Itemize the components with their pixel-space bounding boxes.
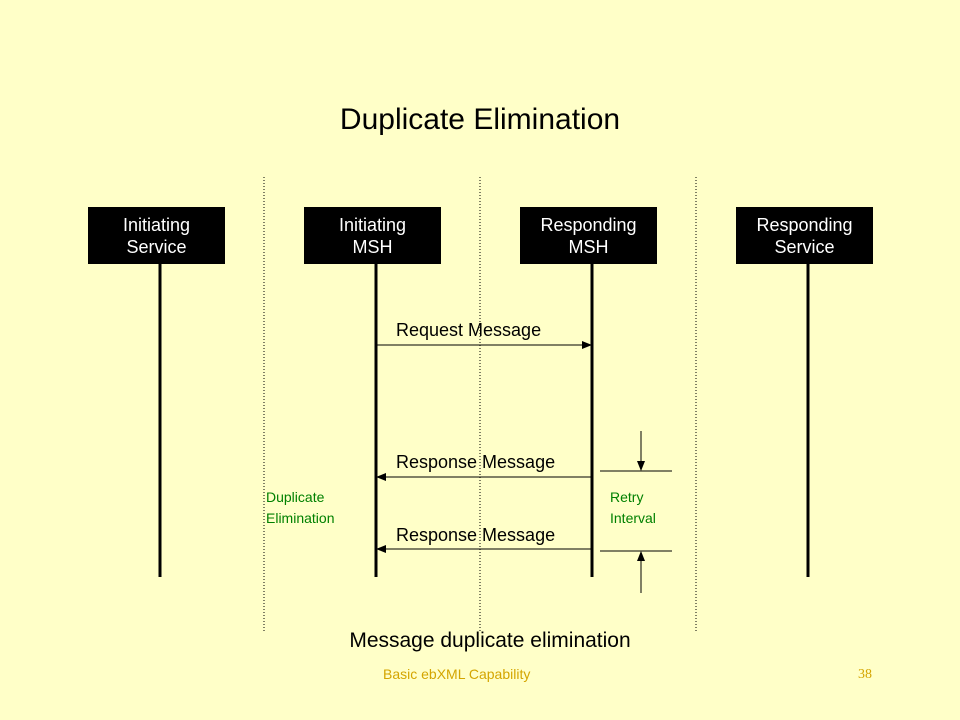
response-message-label: Response Message (396, 452, 556, 472)
retry-interval-note: Retry Interval (610, 489, 656, 526)
page-title: Duplicate Elimination (339, 103, 621, 136)
footer-text: Basic ebXML Capability (383, 666, 531, 682)
participant-initiating-service: Initiating Service (88, 207, 225, 264)
page-number: 38 (858, 667, 872, 682)
participant-responding-service: Responding Service (736, 207, 873, 264)
duplicate-elimination-note: Duplicate Elimination (266, 489, 335, 526)
diagram-caption: Message duplicate elimination (349, 629, 631, 652)
participant-responding-msh: Responding MSH (520, 207, 657, 264)
response-message-label: Response Message (396, 525, 556, 545)
participant-initiating-msh: Initiating MSH (304, 207, 441, 264)
request-message-label: Request Message (396, 320, 542, 340)
